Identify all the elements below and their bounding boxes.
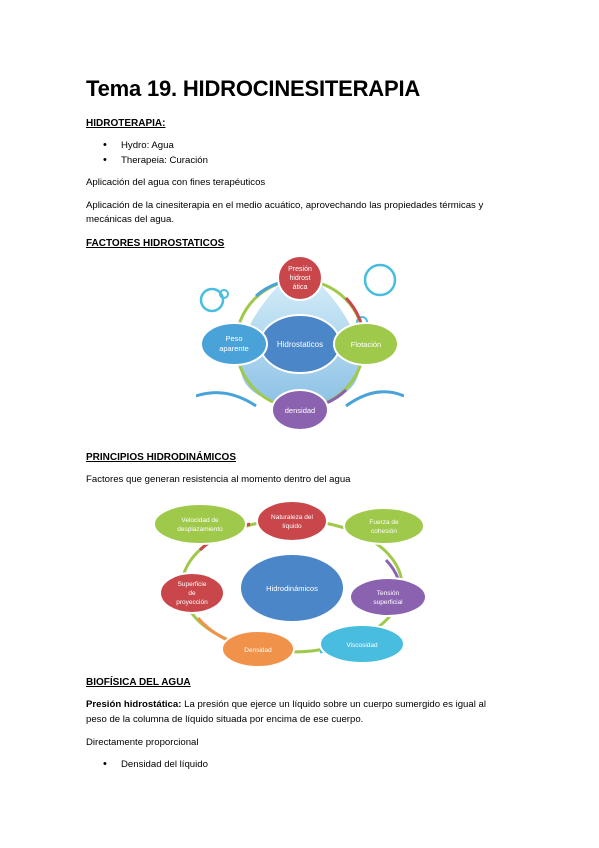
node-label: desplazamiento	[177, 526, 223, 533]
node-label: densidad	[285, 406, 315, 415]
bullet-text: Therapeia: Curación	[121, 155, 208, 166]
center-node	[239, 553, 345, 623]
node-naturaleza-del-liquido	[256, 500, 328, 542]
bubble-icon	[199, 287, 225, 313]
node-peso-aparente	[200, 322, 268, 366]
page-title: Tema 19. HIDROCINESITERAPIA	[86, 76, 421, 101]
definition-term: Presión hidrostática:	[86, 699, 182, 710]
node-label: Flotación	[351, 340, 381, 349]
section-heading-biofisica-del-agua: BIOFÍSICA DEL AGUA	[86, 677, 191, 688]
node-velocidad-de-desplazamiento	[153, 503, 247, 545]
node-label: ática	[293, 284, 308, 291]
center-node-label: Hidrostaticos	[277, 340, 323, 349]
paragraph-line: Aplicación de la cinesiterapia en el med…	[86, 200, 484, 211]
definition-line: peso de la columna de líquido situada po…	[86, 714, 364, 725]
bubble-icon	[219, 289, 229, 299]
node-superficie-de-proyeccion	[159, 572, 225, 614]
node-flotacion	[333, 322, 399, 366]
section-heading-hidroterapia: HIDROTERAPIA:	[86, 118, 166, 129]
node-label: Velocidad de	[181, 517, 219, 524]
splash-arc	[196, 391, 257, 408]
node-densidad	[271, 389, 329, 431]
node-label: superficial	[373, 599, 403, 606]
node-label: Viscosidad	[346, 642, 378, 649]
bullet-icon: •	[103, 154, 107, 166]
paragraph: Factores que generan resistencia al mome…	[86, 474, 351, 485]
node-label: líquido	[282, 523, 302, 530]
bubble-icon	[363, 263, 397, 297]
node-viscosidad	[319, 624, 405, 664]
section-heading-factores-hidrostaticos: FACTORES HIDROSTATICOS	[86, 238, 225, 249]
definition-line: Presión hidrostática: La presión que eje…	[86, 698, 486, 712]
node-label: de	[188, 590, 196, 597]
definition-text: La presión que ejerce un líquido sobre u…	[181, 699, 486, 710]
node-label: Tensión	[377, 590, 400, 597]
node-label: Presión	[288, 266, 312, 273]
splash-arc	[345, 390, 404, 408]
node-label: hidrost	[289, 275, 310, 282]
node-label: Peso	[225, 334, 242, 343]
hidrostatic-diagram: Hidrostaticos Presión hidrost ática Flot…	[196, 256, 404, 440]
hidrodinamic-diagram: Hidrodinámicos Naturaleza del líquido Fu…	[153, 500, 427, 668]
node-label: proyección	[176, 599, 208, 606]
node-densidad	[221, 630, 295, 668]
node-label: Superficie	[178, 581, 207, 588]
node-tension-superficial	[349, 577, 427, 617]
bullet-text: Hydro: Agua	[121, 140, 174, 151]
node-label: aparente	[219, 344, 249, 353]
paragraph-line: mecánicas del agua.	[86, 214, 174, 225]
bullet-icon: •	[103, 139, 107, 151]
section-heading-principios-hidrodinamicos: PRINCIPIOS HIDRODINÁMICOS	[86, 452, 237, 463]
node-presion-hidrostatica	[277, 256, 323, 301]
paragraph: Aplicación del agua con fines terapéutic…	[86, 177, 266, 188]
node-fuerza-de-cohesion	[343, 507, 425, 545]
center-node-label: Hidrodinámicos	[266, 584, 318, 593]
node-label: Naturaleza del	[271, 514, 313, 521]
node-label: Fuerza de	[369, 519, 399, 526]
bullet-text: Densidad del líquido	[121, 759, 208, 770]
node-label: cohesión	[371, 528, 397, 535]
node-label: Densidad	[244, 647, 272, 654]
bullet-icon: •	[103, 758, 107, 770]
paragraph: Directamente proporcional	[86, 737, 199, 748]
